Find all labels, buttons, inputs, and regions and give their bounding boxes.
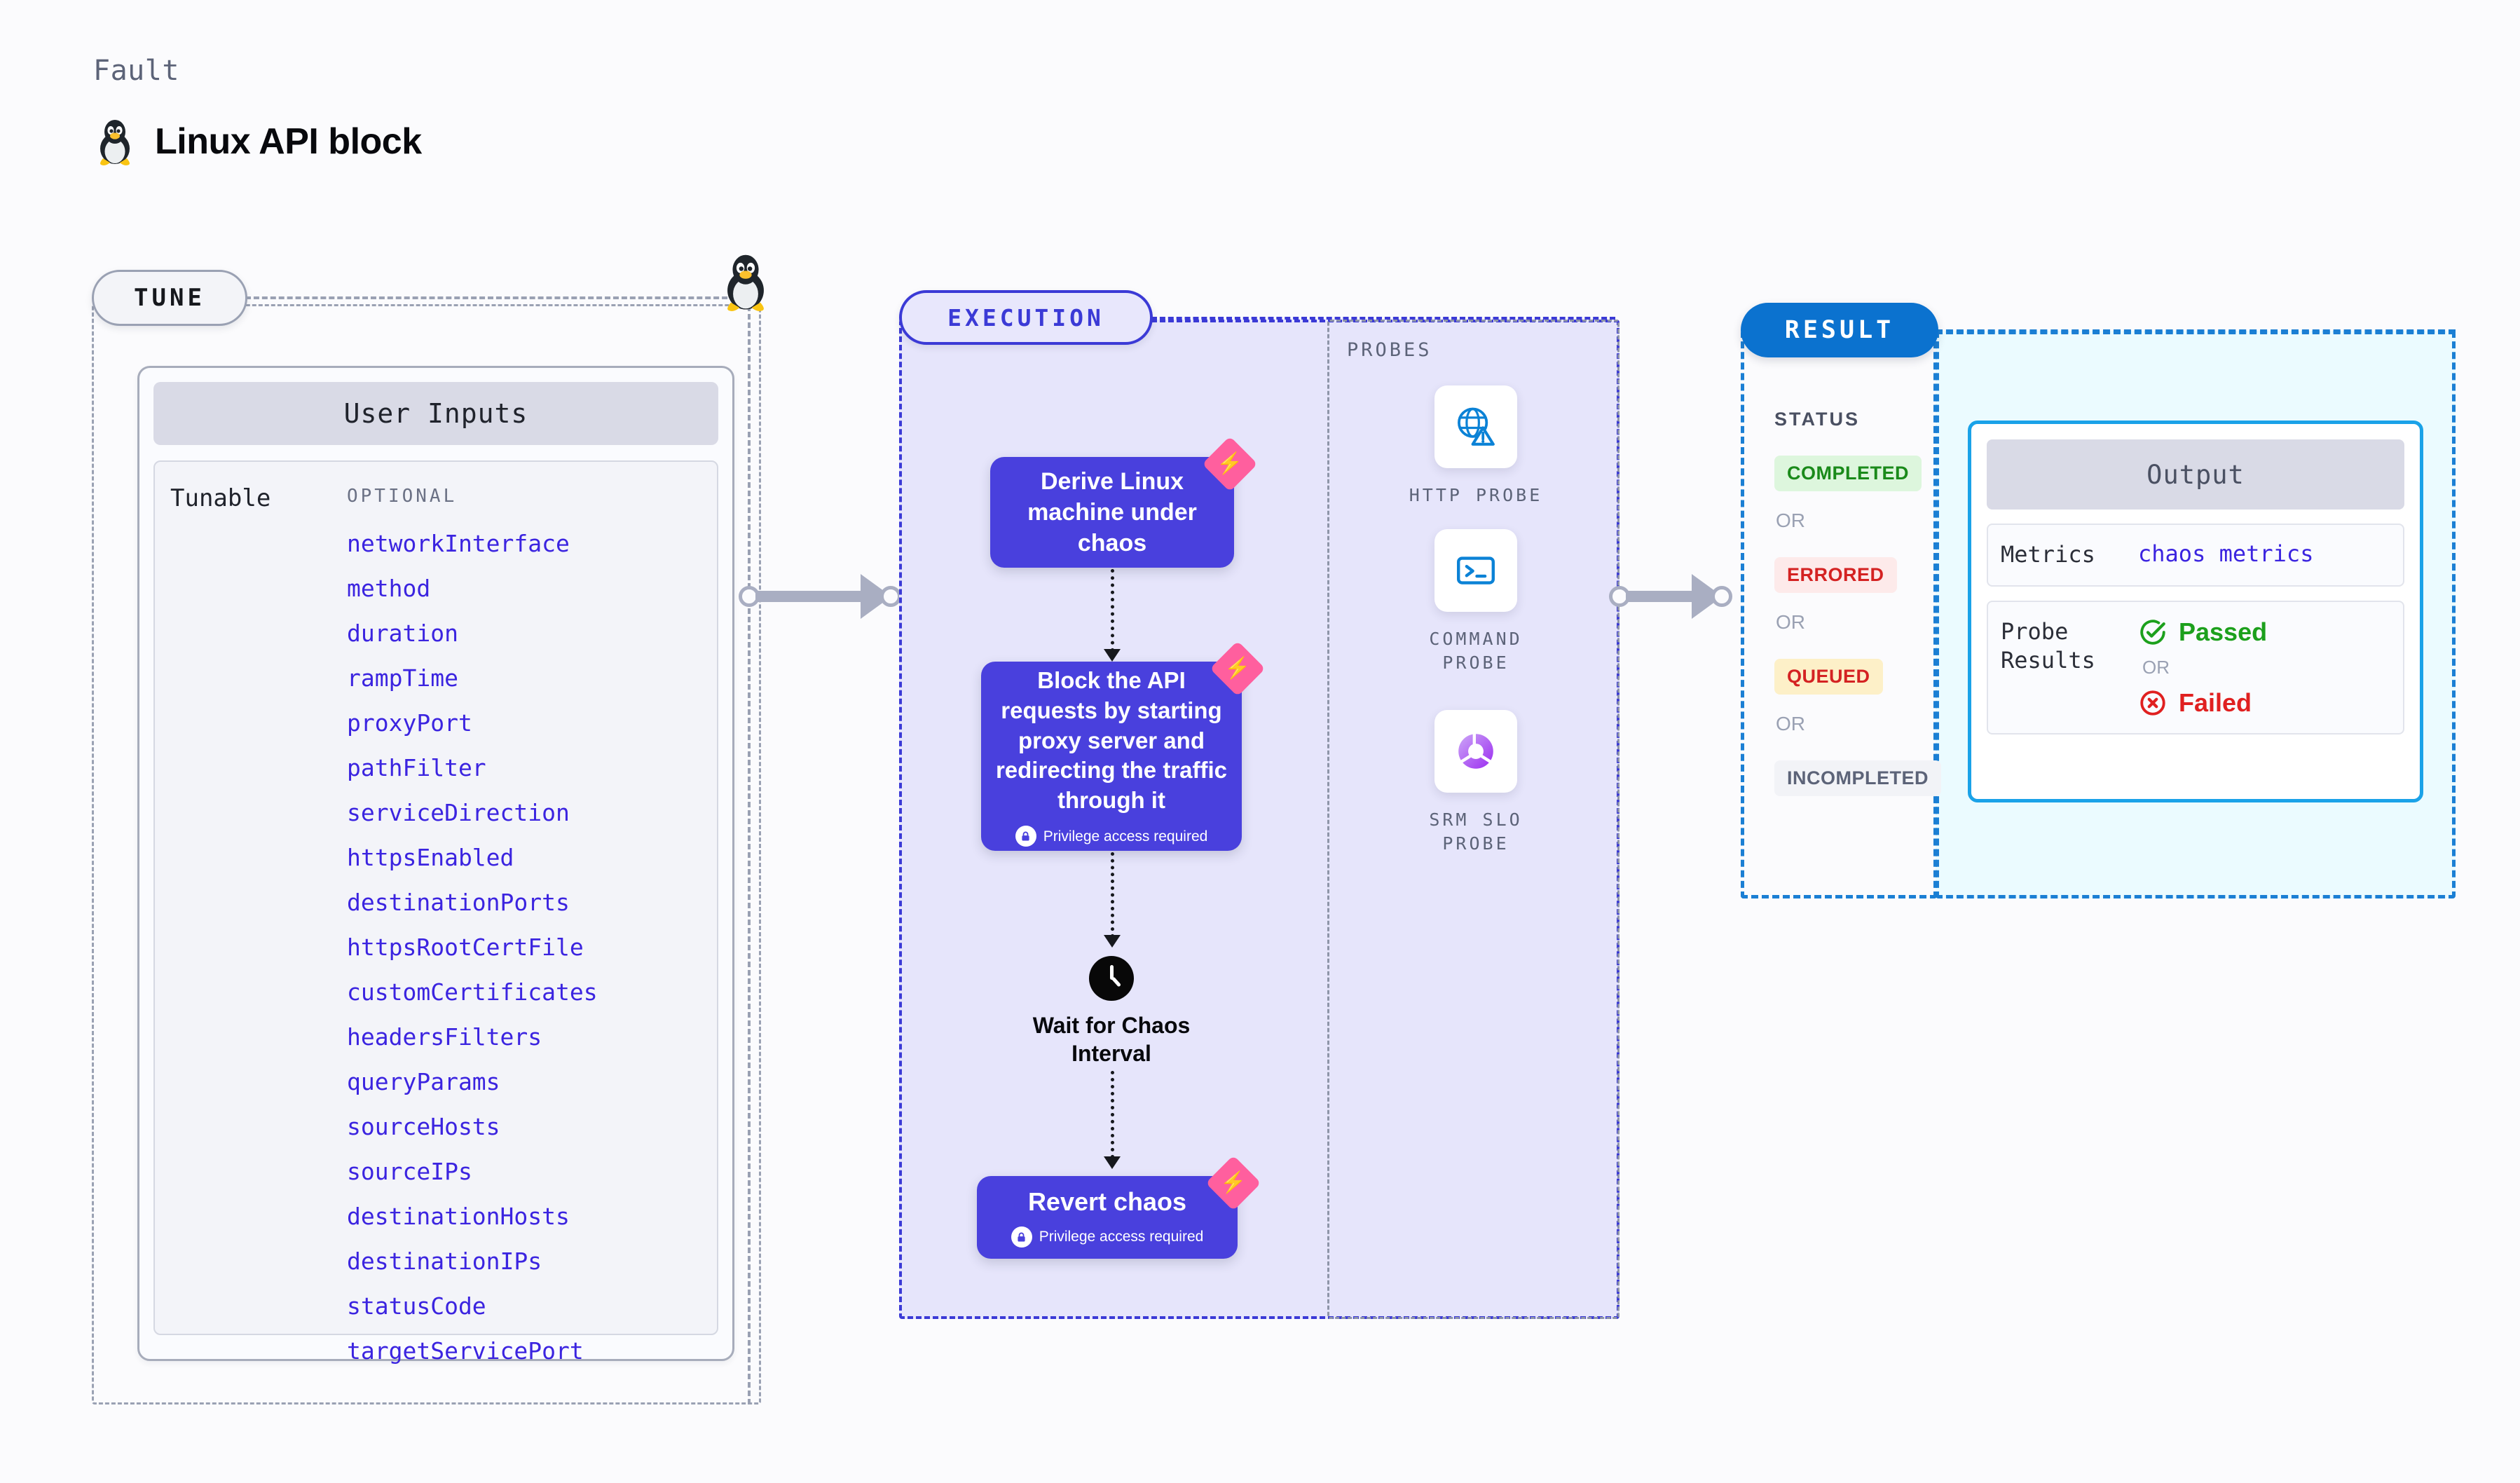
- privilege-required-label: Privilege access required: [1039, 1229, 1204, 1245]
- param-item[interactable]: pathFilter: [347, 754, 486, 781]
- user-inputs-card: User Inputs Tunable OPTIONAL networkInte…: [137, 366, 734, 1362]
- or-separator: OR: [2142, 656, 2170, 678]
- param-item[interactable]: targetServicePort: [347, 1337, 584, 1365]
- param-item[interactable]: sourceIPs: [347, 1158, 472, 1185]
- slo-donut-check-icon: [1434, 710, 1517, 793]
- execution-node-revert-chaos[interactable]: ⚡ Revert chaos Privilege access required: [977, 1155, 1261, 1259]
- execution-node-block-api[interactable]: ⚡ Block the API requests by starting pro…: [981, 641, 1266, 851]
- page-title: Linux API block: [155, 121, 422, 162]
- or-separator: OR: [1776, 510, 1805, 531]
- probe-label: HTTP PROBE: [1409, 485, 1543, 505]
- flow-connector: [1111, 852, 1114, 938]
- output-metrics-key: Metrics: [2001, 541, 2095, 568]
- flow-arrowhead: [1104, 935, 1121, 948]
- probe-label: COMMAND PROBE: [1429, 629, 1523, 673]
- probe-result-passed: Passed: [2138, 617, 2267, 647]
- flow-arrowhead: [1104, 649, 1121, 662]
- probe-results-values: Passed OR Failed: [2138, 617, 2267, 718]
- fault-kicker: Fault: [93, 55, 179, 87]
- check-circle-icon: [2140, 619, 2165, 645]
- output-metrics-row: Metrics chaos metrics: [1987, 524, 2404, 587]
- clock-icon: [1089, 956, 1134, 1001]
- execution-pill[interactable]: EXECUTION: [899, 290, 1153, 345]
- tune-dash-vertical: [748, 280, 751, 1405]
- passed-label: Passed: [2179, 617, 2268, 646]
- page-title-row: Linux API block: [95, 118, 422, 165]
- status-badge-incompleted: INCOMPLETED: [1774, 760, 1942, 796]
- probe-srm-slo[interactable]: SRM SLO PROBE: [1392, 710, 1560, 856]
- privilege-required-label: Privilege access required: [1043, 828, 1208, 845]
- param-item[interactable]: networkInterface: [347, 530, 570, 557]
- linux-tux-icon-small: [720, 252, 771, 314]
- status-badge-queued: QUEUED: [1774, 659, 1883, 695]
- probes-title: PROBES: [1347, 339, 1432, 361]
- output-probe-results-row: Probe Results Passed OR Failed: [1987, 600, 2404, 734]
- terminal-icon: [1434, 529, 1517, 612]
- privilege-required-badge: Privilege access required: [1015, 826, 1208, 847]
- param-item[interactable]: httpsRootCertFile: [347, 934, 584, 961]
- tunable-label: Tunable: [170, 484, 271, 512]
- globe-warning-icon: [1434, 385, 1517, 468]
- param-item[interactable]: destinationIPs: [347, 1248, 542, 1275]
- user-inputs-title: User Inputs: [153, 382, 718, 445]
- tune-dash-connector: [245, 296, 736, 299]
- x-circle-icon: [2140, 690, 2165, 716]
- probe-command[interactable]: COMMAND PROBE: [1392, 529, 1560, 675]
- optional-params-column: OPTIONAL networkInterface method duratio…: [347, 486, 710, 1362]
- param-item[interactable]: sourceHosts: [347, 1113, 500, 1140]
- param-item[interactable]: httpsEnabled: [347, 844, 514, 871]
- param-item[interactable]: rampTime: [347, 664, 458, 692]
- result-pill[interactable]: RESULT: [1741, 303, 1938, 357]
- flow-arrowhead: [1104, 1156, 1121, 1169]
- param-item[interactable]: destinationPorts: [347, 889, 570, 916]
- probes-region: [1327, 320, 1619, 1319]
- wait-for-chaos-interval-label: Wait for Chaos Interval: [1032, 1013, 1191, 1066]
- execution-node-derive-machine[interactable]: ⚡ Derive Linux machine under chaos: [990, 436, 1258, 568]
- output-card: Output Metrics chaos metrics Probe Resul…: [1968, 421, 2423, 802]
- privilege-required-badge: Privilege access required: [1011, 1226, 1204, 1248]
- param-item[interactable]: customCertificates: [347, 978, 598, 1006]
- output-metrics-value[interactable]: chaos metrics: [2138, 540, 2314, 567]
- probe-label: SRM SLO PROBE: [1429, 809, 1523, 854]
- failed-label: Failed: [2179, 688, 2252, 717]
- param-item[interactable]: duration: [347, 620, 458, 647]
- output-probe-results-key: Probe Results: [2001, 617, 2095, 674]
- probe-result-failed: Failed: [2138, 688, 2267, 718]
- status-title: STATUS: [1774, 409, 1860, 430]
- optional-heading: OPTIONAL: [347, 486, 458, 507]
- param-item[interactable]: headersFilters: [347, 1023, 542, 1051]
- flow-connector: [1111, 1071, 1114, 1159]
- flow-connector: [1111, 569, 1114, 652]
- linux-tux-icon: [95, 118, 135, 165]
- or-separator: OR: [1776, 713, 1805, 734]
- tune-region: [92, 304, 761, 1405]
- param-item[interactable]: destinationHosts: [347, 1203, 570, 1230]
- probe-http[interactable]: HTTP PROBE: [1392, 385, 1560, 507]
- or-separator: OR: [1776, 611, 1805, 633]
- param-item[interactable]: proxyPort: [347, 709, 472, 737]
- lock-icon: [1011, 1226, 1032, 1248]
- result-dash-connector: [1936, 329, 2456, 333]
- status-badge-completed: COMPLETED: [1774, 456, 1922, 491]
- status-badge-errored: ERRORED: [1774, 557, 1897, 593]
- execution-dash-connector: [1151, 317, 1615, 320]
- tune-pill[interactable]: TUNE: [92, 270, 247, 326]
- param-item[interactable]: method: [347, 575, 431, 602]
- tunable-box: Tunable OPTIONAL networkInterface method…: [153, 460, 718, 1362]
- param-item[interactable]: queryParams: [347, 1068, 500, 1095]
- param-item[interactable]: statusCode: [347, 1292, 486, 1320]
- output-title: Output: [1987, 439, 2404, 510]
- param-item[interactable]: serviceDirection: [347, 799, 570, 826]
- lock-icon: [1015, 826, 1036, 847]
